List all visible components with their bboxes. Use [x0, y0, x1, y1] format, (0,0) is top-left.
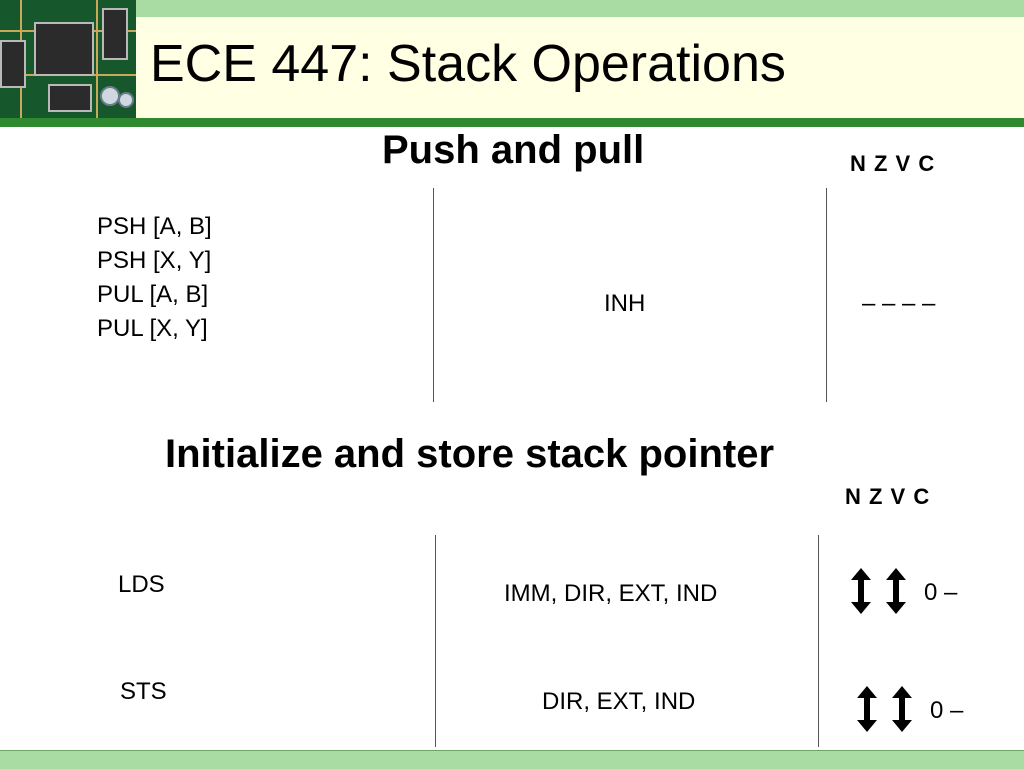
instruction-item: PSH [A, B] — [97, 213, 212, 240]
column-divider — [433, 188, 434, 402]
push-pull-heading: Push and pull — [382, 128, 645, 172]
sts-flags-tail: 0 – — [930, 697, 964, 724]
push-pull-flags-header: N Z V C — [850, 151, 935, 176]
slide-title: ECE 447: Stack Operations — [150, 35, 786, 93]
up-down-arrow-icon — [886, 568, 906, 614]
up-down-arrow-icon — [892, 686, 912, 732]
top-band — [0, 0, 1024, 18]
lds-flags-tail: 0 – — [924, 579, 958, 606]
lds-addressing-modes: IMM, DIR, EXT, IND — [504, 580, 718, 607]
push-pull-addressing-mode: INH — [604, 290, 646, 317]
column-divider — [435, 535, 436, 747]
title-box — [136, 17, 1024, 118]
instruction-item: PSH [X, Y] — [97, 247, 212, 274]
sts-instruction: STS — [120, 678, 167, 705]
stack-pointer-flags-header: N Z V C — [845, 484, 930, 509]
instruction-item: PUL [A, B] — [97, 281, 209, 308]
title-underline-bar — [0, 118, 1024, 127]
up-down-arrow-icon — [851, 568, 871, 614]
column-divider — [826, 188, 827, 402]
up-down-arrow-icon — [857, 686, 877, 732]
bottom-band — [0, 750, 1024, 769]
circuit-board-image — [0, 0, 136, 118]
sts-addressing-modes: DIR, EXT, IND — [542, 688, 696, 715]
stack-pointer-heading: Initialize and store stack pointer — [165, 432, 775, 476]
push-pull-flags-effect: – – – – — [862, 290, 936, 317]
instruction-item: PUL [X, Y] — [97, 315, 208, 342]
column-divider — [818, 535, 819, 747]
lds-instruction: LDS — [118, 571, 165, 598]
